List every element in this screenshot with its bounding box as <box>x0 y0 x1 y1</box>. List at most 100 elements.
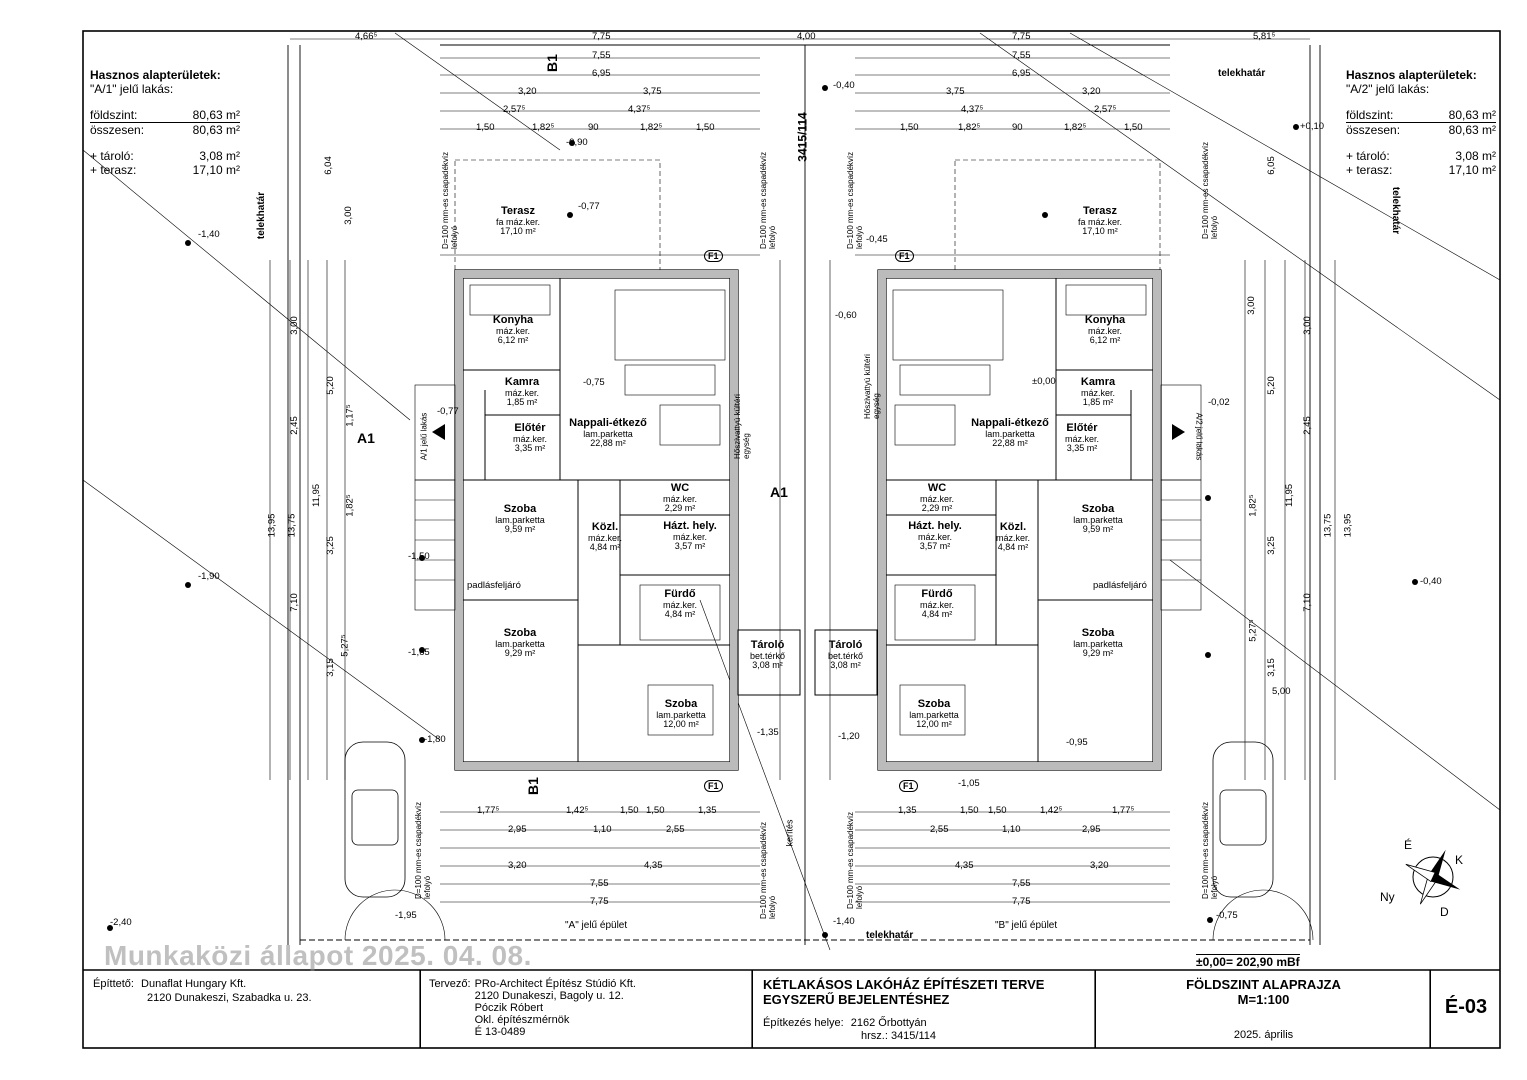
sheet-scale: M=1:100 <box>1237 992 1290 1007</box>
dim-b-90: 90 <box>1012 122 1023 133</box>
unit-a2-entrance-label: A/2 jelű lakás <box>1194 412 1204 461</box>
room-finish: lam.parketta <box>583 428 633 439</box>
room-area: 6,12 m² <box>1089 334 1121 345</box>
level-7: -2,40 <box>110 917 132 928</box>
vdim-left-1: 6,04 <box>322 156 334 175</box>
area-row-storage: + tároló:3,08 m² <box>1346 149 1496 163</box>
area-label: + tároló: <box>1346 149 1390 163</box>
dim-a-b11: 7,55 <box>590 878 609 889</box>
dim-a-b9: 3,20 <box>508 860 527 871</box>
room-a-terrace: Terasz fa máz.ker. 17,10 m² <box>478 205 558 236</box>
dim-a-b1: 1,77⁵ <box>477 805 500 816</box>
vdim-left-12: 3,15 <box>324 658 336 677</box>
room-b-living-dining: Nappali-étkező lam.parketta 22,88 m² <box>960 417 1060 448</box>
dim-b-7-55: 7,55 <box>1012 50 1031 61</box>
dim-a-b4: 1,50 <box>646 805 665 816</box>
designer-label: Tervező: <box>429 978 471 990</box>
area-label: + terasz: <box>1346 163 1393 177</box>
dim-a-b7: 1,10 <box>593 824 612 835</box>
room-name: Konyha <box>1084 314 1126 326</box>
area-value: 80,63 m² <box>1448 108 1496 122</box>
sheet-title: FÖLDSZINT ALAPRAJZA <box>1186 977 1341 992</box>
dim-a-3-20: 3,20 <box>518 86 537 97</box>
site-value: 2162 Őrbottyán <box>850 1017 927 1029</box>
room-name: Kamra <box>1080 376 1116 388</box>
room-finish: máz.ker. <box>662 599 697 610</box>
building-a-walls <box>454 269 739 771</box>
useful-area-table-a1: Hasznos alapterületek: "A/1" jelű lakás:… <box>90 68 240 177</box>
room-area: 17,10 m² <box>500 225 536 236</box>
room-area: 12,00 m² <box>663 718 699 729</box>
level-4: -1,65 <box>408 647 430 658</box>
level-15: -0,40 <box>1420 576 1442 587</box>
room-a-bedroom-2: Szoba lam.parketta 9,29 m² <box>480 627 560 658</box>
designer-line-4: Okl. építészmérnök <box>474 1014 570 1026</box>
dim-a-b2: 1,42⁵ <box>566 805 589 816</box>
area-table-unit: "A/2" jelű lakás: <box>1346 82 1430 96</box>
room-area: 6,12 m² <box>497 334 529 345</box>
level-20: -1,05 <box>958 778 980 789</box>
vdim-left-8: 7,10 <box>288 593 300 612</box>
room-name: Előtér <box>514 422 546 434</box>
compass-south-label: D <box>1440 905 1449 919</box>
vdim-right-7: 13,75 <box>1322 513 1334 538</box>
room-finish: bet.térkő <box>749 650 786 661</box>
room-area: 3,35 m² <box>1066 442 1098 453</box>
room-finish: máz.ker. <box>587 532 622 543</box>
level-3: -1,50 <box>408 551 430 562</box>
room-a-storage: Tároló bet.térkő 3,08 m² <box>740 639 795 670</box>
room-b-corridor: Közl. máz.ker. 4,84 m² <box>988 521 1038 552</box>
top-dim-3: 4,00 <box>797 31 816 42</box>
sheet-number: É-03 <box>1444 996 1488 1018</box>
room-area: 2,29 m² <box>664 502 696 513</box>
area-table-title: Hasznos alapterületek: <box>90 68 221 82</box>
room-a-bedroom-1: Szoba lam.parketta 9,59 m² <box>480 503 560 534</box>
area-label: összesen: <box>1346 123 1401 137</box>
level-16: -0,75 <box>1216 910 1238 921</box>
builder-address: 2120 Dunakeszi, Szabadka u. 23. <box>147 992 312 1004</box>
entrance-b-stairs <box>1160 384 1202 611</box>
room-finish: máz.ker. <box>662 493 697 504</box>
area-row-storage: + tároló:3,08 m² <box>90 149 240 163</box>
vdim-left-14: 1,17⁵ <box>344 404 356 427</box>
room-finish: máz.ker. <box>995 532 1030 543</box>
room-finish: lam.parketta <box>985 428 1035 439</box>
room-area: 22,88 m² <box>992 437 1028 448</box>
level-8: -0,90 <box>566 137 588 148</box>
vdim-right-8: 7,10 <box>1301 593 1313 612</box>
room-b-storage: Tároló bet.térkő 3,08 m² <box>818 639 873 670</box>
downpipe-note-a-4: D=100 mm-es csapadékvíz lefolyó <box>759 821 777 919</box>
north-compass-icon <box>1405 849 1461 905</box>
room-name: Szoba <box>503 627 537 639</box>
dim-b-b12: 7,75 <box>1012 896 1031 907</box>
entrance-a-arrow <box>432 424 445 440</box>
top-dim-2: 7,75 <box>592 31 611 42</box>
title-block-designer: Tervező: PRo-Architect Építész Stúdió Kf… <box>420 970 753 1048</box>
dim-b-3-75: 3,75 <box>946 86 965 97</box>
level-12: +0,10 <box>1300 121 1325 132</box>
work-in-progress-watermark: Munkaközi állapot 2025. 04. 08. <box>104 940 532 971</box>
room-a-living-dining: Nappali-étkező lam.parketta 22,88 m² <box>558 417 658 448</box>
dim-b-b11: 7,55 <box>1012 878 1031 889</box>
area-label: + tároló: <box>90 149 134 163</box>
storage-a-outline <box>737 629 801 696</box>
dim-a-4-37: 4,37⁵ <box>628 104 651 115</box>
room-area: 9,29 m² <box>504 647 536 658</box>
fence-label: kerítés <box>784 819 795 847</box>
car-right <box>1212 741 1274 898</box>
area-label: földszint: <box>1346 108 1394 122</box>
title-block-project: KÉTLAKÁSOS LAKÓHÁZ ÉPÍTÉSZETI TERVE EGYS… <box>752 970 1096 1048</box>
room-finish: máz.ker. <box>512 433 547 444</box>
dim-b-2-57: 2,57⁵ <box>1094 104 1117 115</box>
room-finish: máz.ker. <box>917 531 952 542</box>
room-name: Tároló <box>828 639 863 651</box>
dim-b-b5: 1,77⁵ <box>1112 805 1135 816</box>
room-finish: máz.ker. <box>495 325 530 336</box>
plot-boundary-label-bottom: telekhatár <box>866 930 914 941</box>
dim-b-b9: 4,35 <box>955 860 974 871</box>
vdim-right-10: 5,20 <box>1265 376 1277 395</box>
dim-a-7-55: 7,55 <box>592 50 611 61</box>
unit-a1-entrance-label: A/1 jelű lakás <box>419 412 429 461</box>
vdim-left-5: 11,95 <box>311 483 323 508</box>
room-area: 9,59 m² <box>504 523 536 534</box>
